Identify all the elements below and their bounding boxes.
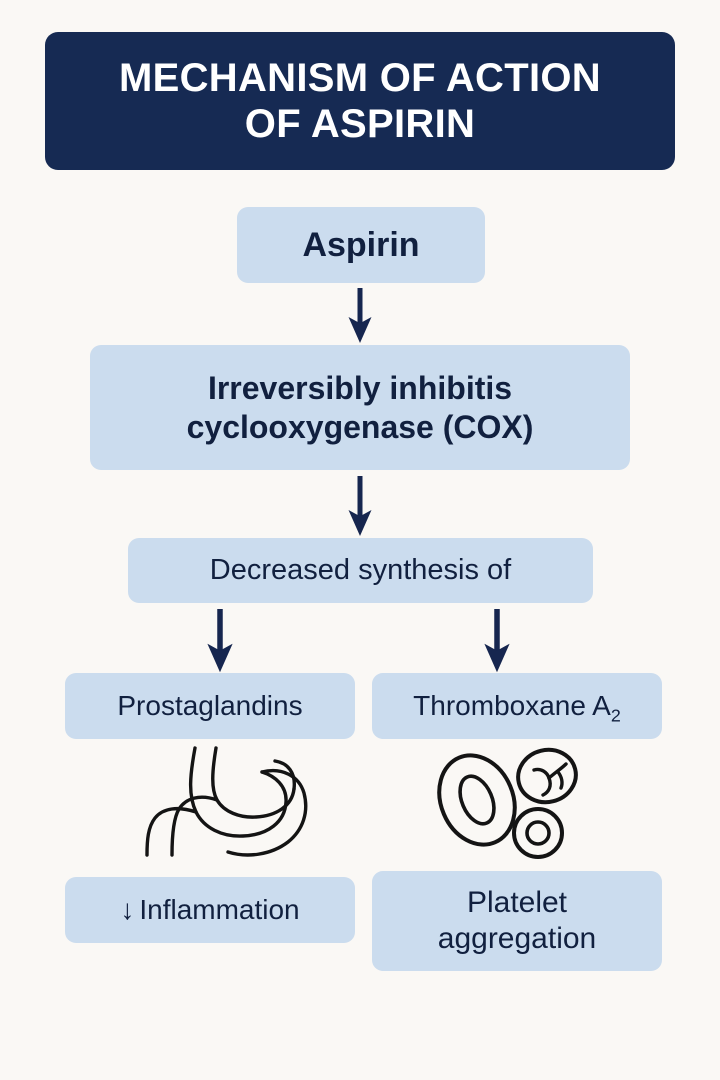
flow-box-prostaglandins-label: Prostaglandins [117,690,303,722]
title-line-1: MECHANISM OF ACTION [119,55,601,100]
stomach-outline-icon [145,746,308,857]
flow-box-decreased-synthesis-label: Decreased synthesis of [209,554,512,587]
inflammation-label: Inflammation [139,894,300,926]
thromboxane-subscript: 2 [610,705,621,726]
blood-cells-icon [437,747,578,859]
page-title: MECHANISM OF ACTION OF ASPIRIN [119,55,601,148]
platelet-line-2: aggregation [437,922,597,955]
flow-box-inflammation: ↓Inflammation [65,877,355,943]
flow-box-prostaglandins: Prostaglandins [65,673,355,739]
flow-box-decreased-synthesis: Decreased synthesis of [128,538,593,603]
diagram-title-banner: MECHANISM OF ACTION OF ASPIRIN [45,32,675,170]
red-blood-cell-icon [437,753,517,847]
small-platelet-icon [512,807,564,859]
flow-box-aspirin-label: Aspirin [302,225,420,264]
flow-box-cox-label: Irreversibly inhibitis cyclooxygenase (C… [187,369,534,446]
flow-box-inflammation-label: ↓Inflammation [120,893,299,927]
cox-line-1: Irreversibly inhibitis [207,370,513,407]
cox-line-2: cyclooxygenase (COX) [186,408,534,445]
flow-box-aspirin: Aspirin [237,207,485,283]
flow-box-thromboxane-label: Thromboxane A2 [413,689,621,726]
title-line-2: OF ASPIRIN [244,102,476,146]
flow-box-thromboxane: Thromboxane A2 [372,673,662,739]
platelet-line-1: Platelet [466,886,568,919]
activated-platelet-icon [516,747,578,805]
flow-box-platelet-aggregation-label: Platelet aggregation [438,885,596,957]
thromboxane-base-label: Thromboxane A [413,690,611,722]
flow-box-platelet-aggregation: Platelet aggregation [372,871,662,971]
decrease-arrow-icon: ↓ [120,894,135,926]
flow-box-cox-inhibition: Irreversibly inhibitis cyclooxygenase (C… [90,345,630,470]
